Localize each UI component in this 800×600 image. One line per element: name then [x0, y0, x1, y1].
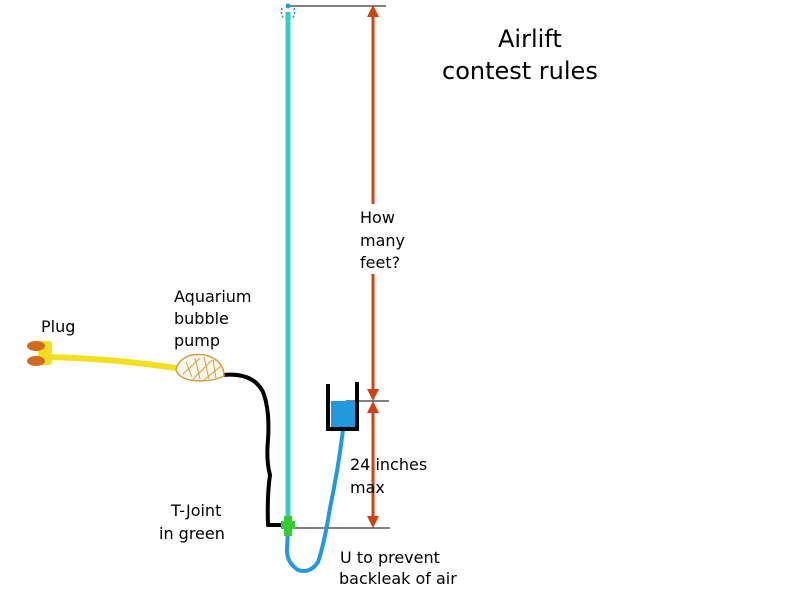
plug-label: Plug [41, 317, 75, 336]
plug-icon [27, 341, 45, 366]
pump-label-line3: pump [174, 331, 220, 350]
u-bend-label-line1: U to prevent [340, 548, 440, 567]
height-label-line3: feet? [360, 253, 400, 272]
water-splash-icon [280, 3, 296, 20]
tjoint-label-line2: in green [159, 524, 225, 543]
cup-height-label-line2: max [350, 478, 385, 497]
diagram-title-line2: contest rules [442, 57, 598, 85]
pump-label-line2: bubble [174, 309, 229, 328]
cup-dimension-arrow [367, 401, 379, 528]
height-label-backing [358, 204, 416, 274]
height-label-line1: How [360, 208, 395, 227]
height-label-line2: many [360, 231, 405, 250]
supply-hose [284, 428, 345, 573]
cup-height-label-line1: 24 inches [350, 455, 427, 474]
height-dimension-arrow [367, 5, 379, 401]
bubble-pump-icon [175, 353, 225, 382]
t-joint [281, 516, 295, 536]
cup-water [331, 401, 355, 428]
power-cord [39, 354, 179, 371]
tjoint-label-line1: T-Joint [170, 501, 221, 520]
water-cup [326, 382, 359, 431]
air-hose [221, 372, 286, 527]
pump-label-line1: Aquarium [174, 287, 252, 306]
diagram-title-line1: Airlift [498, 25, 562, 53]
u-bend-label-line2: backleak of air [339, 569, 457, 588]
